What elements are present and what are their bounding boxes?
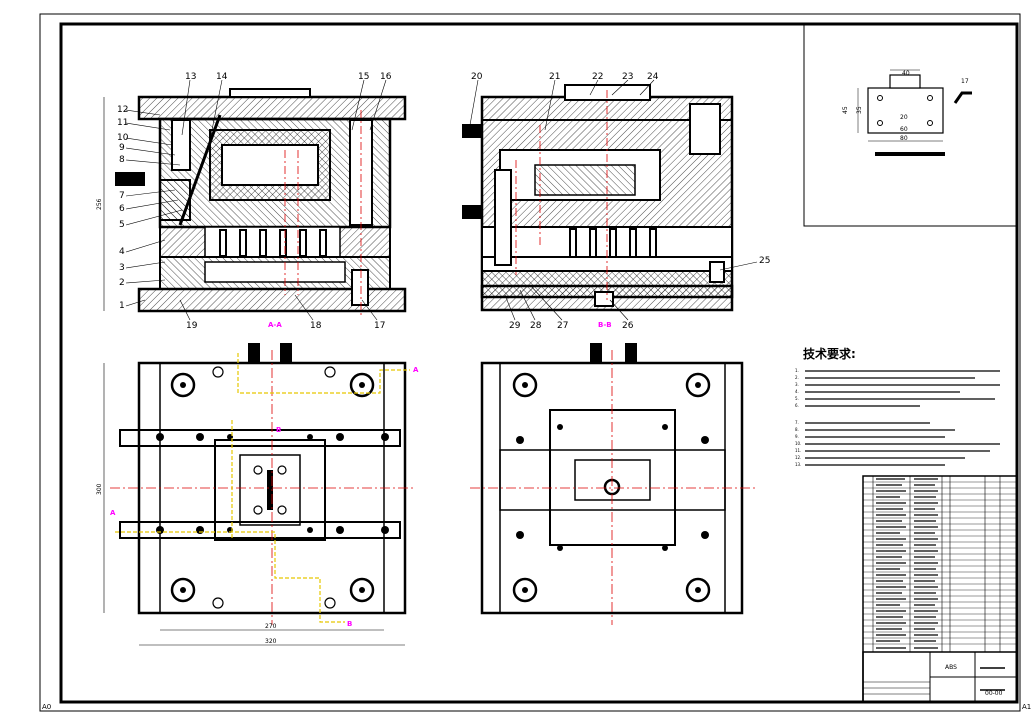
balloon-22: 22 xyxy=(592,72,603,82)
req-line-8: 8. xyxy=(795,427,799,432)
balloon-18: 18 xyxy=(310,321,322,331)
balloon-3: 3 xyxy=(119,263,125,273)
balloon-25: 25 xyxy=(759,256,770,266)
req-line-1: 1. xyxy=(795,368,799,373)
balloon-23: 23 xyxy=(622,72,633,82)
part-sketch-box xyxy=(803,23,1018,227)
req-line-9: 9. xyxy=(795,434,799,439)
title-block-drawing-number: 00-00 xyxy=(985,690,1003,697)
plan-view-fixed-half xyxy=(110,343,415,625)
req-line-11: 11. xyxy=(795,448,801,453)
balloon-5: 5 xyxy=(119,220,125,230)
title-block xyxy=(862,651,1018,703)
balloon-9: 9 xyxy=(119,143,125,153)
technical-requirements-scribble xyxy=(805,370,1000,466)
req-line-7: 7. xyxy=(795,420,799,425)
balloon-15: 15 xyxy=(358,72,369,82)
balloon-labels-left: 13 14 15 16 12 11 10 9 8 7 6 5 4 3 2 1 1… xyxy=(117,72,392,331)
sketch-dim-80: 80 xyxy=(900,135,908,142)
balloon-12: 12 xyxy=(117,105,128,115)
balloon-26: 26 xyxy=(622,321,634,331)
inner-border xyxy=(59,22,1019,704)
req-line-4: 4. xyxy=(795,389,799,394)
req-line-6: 6. xyxy=(795,403,799,408)
balloon-17: 17 xyxy=(374,321,385,331)
balloon-28: 28 xyxy=(530,321,542,331)
sketch-dim-17: 17 xyxy=(961,78,969,85)
req-line-13: 13. xyxy=(795,462,801,467)
balloon-19: 19 xyxy=(186,321,198,331)
balloon-7: 7 xyxy=(119,191,125,201)
balloon-24: 24 xyxy=(647,72,659,82)
balloon-2: 2 xyxy=(119,278,125,288)
section-b-tag: B-B xyxy=(598,321,612,329)
dim-width-inner: 270 xyxy=(265,623,277,630)
req-line-5: 5. xyxy=(795,396,799,401)
balloon-20: 20 xyxy=(471,72,483,82)
balloon-16: 16 xyxy=(380,72,392,82)
sheet-size-left: A0 xyxy=(42,703,51,711)
balloon-6: 6 xyxy=(119,204,125,214)
section-view-a xyxy=(115,88,407,315)
dim-height-plan: 300 xyxy=(96,483,103,495)
dim-height-left: 256 xyxy=(96,198,103,210)
balloon-4: 4 xyxy=(119,247,125,257)
req-line-10: 10. xyxy=(795,441,801,446)
plan-view-moving-half xyxy=(470,343,755,625)
technical-requirements-title: 技术要求: xyxy=(803,346,856,361)
balloon-10: 10 xyxy=(117,133,129,143)
req-line-12: 12. xyxy=(795,455,801,460)
balloon-11: 11 xyxy=(117,118,128,128)
balloon-labels-right: 20 21 22 23 24 25 29 28 27 26 xyxy=(471,72,770,331)
sketch-dim-60: 60 xyxy=(900,126,908,133)
sketch-dim-40: 40 xyxy=(902,70,910,77)
balloon-13: 13 xyxy=(185,72,196,82)
title-block-material: ABS xyxy=(945,664,957,671)
technical-requirements-lines: 1. 2. 3. 4. 5. 6. 7. 8. 9. 10. 11. 12. 1… xyxy=(795,368,801,467)
balloon-1: 1 xyxy=(119,301,125,311)
req-line-2: 2. xyxy=(795,375,799,380)
sketch-dim-35: 35 xyxy=(856,106,863,114)
sheet-size-right: A1 xyxy=(1022,703,1031,711)
balloons-right xyxy=(469,79,758,321)
balloon-21: 21 xyxy=(549,72,560,82)
section-a-tag: A-A xyxy=(268,321,282,329)
dim-width-outer: 320 xyxy=(265,638,277,645)
arrow-a-left: A xyxy=(110,509,116,517)
sketch-dim-20: 20 xyxy=(900,114,908,121)
balloon-14: 14 xyxy=(216,72,228,82)
sketch-dim-45: 45 xyxy=(842,106,849,114)
balloon-29: 29 xyxy=(509,321,521,331)
balloon-8: 8 xyxy=(119,155,125,165)
outer-border xyxy=(39,13,1021,712)
section-view-b xyxy=(462,84,734,312)
balloon-27: 27 xyxy=(557,321,568,331)
arrow-b-top: B xyxy=(276,426,281,434)
arrow-a-top: A xyxy=(413,366,419,374)
arrow-b-bottom: B xyxy=(347,620,352,628)
req-line-3: 3. xyxy=(795,382,799,387)
balloons-left xyxy=(125,79,387,321)
